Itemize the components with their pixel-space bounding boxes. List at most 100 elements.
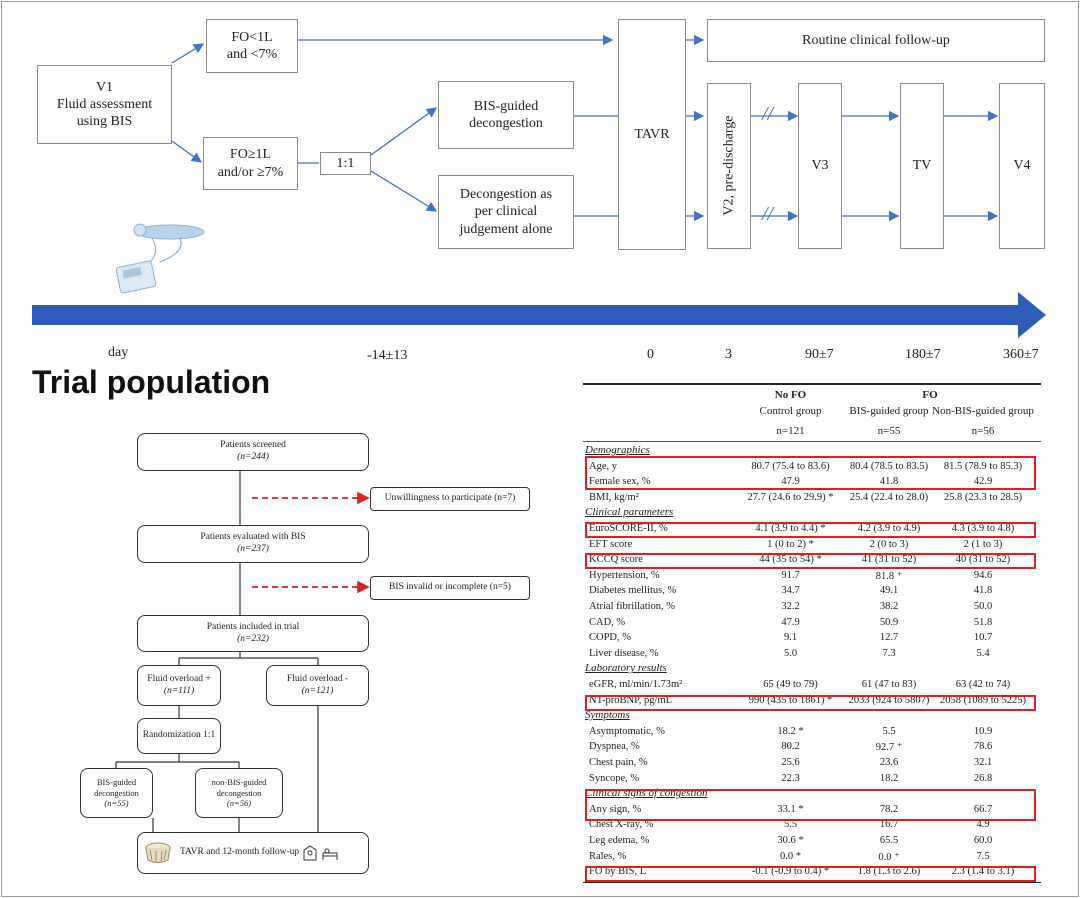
table-cell: -0.1 (-0.9 to 0.4) * bbox=[751, 866, 830, 878]
row-label: Age, y bbox=[589, 460, 617, 472]
invalid-box: BIS invalid or incomplete (n=5) bbox=[370, 576, 530, 600]
table-cell: 91.7 bbox=[781, 569, 800, 581]
fo-high-box: FO≥1L and/or ≥7% bbox=[203, 137, 298, 190]
randomization-box: Randomization 1:1 bbox=[137, 718, 221, 754]
table-cell: 33.1 * bbox=[777, 803, 804, 815]
highlight-euroscore bbox=[585, 522, 1036, 538]
table-bottom-rule bbox=[583, 881, 1041, 883]
valve-icon bbox=[145, 842, 171, 863]
included-label: Patients included in trial bbox=[206, 621, 300, 632]
table-cell: 25.4 (22.4 to 28.0) bbox=[849, 491, 929, 503]
table-cell: 9.1 bbox=[783, 632, 798, 644]
table-cell: 22.3 bbox=[781, 772, 800, 784]
header-group-nofo: No FO bbox=[774, 389, 807, 401]
row-label: NT-proBNP, pg/mL bbox=[589, 694, 673, 706]
table-cell: 50.9 bbox=[879, 616, 899, 628]
timeline-t4: 90±7 bbox=[805, 347, 834, 362]
table-cell: 2033 (924 to 5807) bbox=[848, 694, 930, 706]
row-label: Asymptomatic, % bbox=[589, 725, 665, 737]
table-cell: 5.5 bbox=[882, 725, 896, 737]
table-cell: 80.2 bbox=[781, 741, 800, 753]
table-cell: 30.6 * bbox=[777, 835, 804, 846]
bis-guided-arm-n: (n=55) bbox=[104, 798, 129, 809]
non-bis-arm-box: non-BIS-guided decongestion (n=56) bbox=[195, 768, 283, 818]
evaluated-label: Patients evaluated with BIS bbox=[200, 532, 306, 543]
final-box: TAVR and 12-month follow-up bbox=[137, 832, 369, 874]
table-cell: 65 (49 to 79) bbox=[763, 679, 818, 690]
table-cell: 1 (0 to 2) * bbox=[767, 538, 814, 550]
timeline-day: day bbox=[108, 345, 129, 360]
included-n: (n=232) bbox=[237, 633, 269, 644]
header-col-nonbis: Non-BIS-guided group bbox=[932, 405, 1034, 417]
fo-minus-box: Fluid overload - (n=121) bbox=[266, 665, 369, 706]
table-cell: 78.6 bbox=[973, 741, 993, 753]
table-cell: 4.1 (3.9 to 4.4) * bbox=[755, 523, 826, 534]
table-cell: 38.2 bbox=[879, 601, 899, 612]
timeline-t2: 0 bbox=[647, 347, 654, 362]
table-cell: 92.7 ⁺ bbox=[875, 742, 903, 754]
table-cell: 12.7 bbox=[879, 632, 899, 644]
table-cell: 32.1 bbox=[973, 757, 993, 768]
table-cell: 81.8 ⁺ bbox=[875, 570, 903, 582]
flow-connectors bbox=[32, 34, 1046, 338]
v1-box: V1 Fluid assessment using BIS bbox=[37, 65, 172, 144]
non-bis-arm-label: non-BIS-guided decongestion bbox=[211, 777, 267, 798]
evaluated-box: Patients evaluated with BIS (n=237) bbox=[137, 525, 369, 563]
timeline-arrow bbox=[32, 292, 1046, 338]
table-cell: 80.4 (78.5 to 83.5) bbox=[849, 460, 929, 472]
table-cell: 41.8 bbox=[973, 585, 993, 597]
table-row: EuroSCORE-II, %4.1 (3.9 to 4.4) *4.2 (3.… bbox=[583, 522, 1041, 537]
row-label: Dyspnea, % bbox=[589, 741, 640, 753]
table-cell: 41 (31 to 52) bbox=[861, 554, 917, 566]
fo-plus-box: Fluid overload + (n=111) bbox=[137, 665, 221, 706]
table-cell: 42.9 bbox=[973, 476, 993, 488]
row-label: Rales, % bbox=[589, 850, 627, 862]
table-cell: 51.8 bbox=[973, 616, 993, 628]
table-row: Dyspnea, % 80.2 92.7 ⁺ 78.6 bbox=[583, 740, 1041, 755]
header-col-control: Control group bbox=[759, 405, 822, 417]
table-cell: 44 (35 to 54) * bbox=[759, 554, 822, 566]
table-cell: 61 (47 to 83) bbox=[861, 679, 917, 690]
final-label: TAVR and 12-month follow-up bbox=[180, 847, 300, 858]
section-title: Trial population bbox=[32, 364, 271, 400]
table-cell: 50.0 bbox=[973, 601, 993, 612]
table-section-header: Clinical parameters bbox=[585, 506, 674, 519]
table-cell: 41.8 bbox=[879, 476, 899, 488]
clinical-judgement-box: Decongestion as per clinical judgement a… bbox=[438, 175, 574, 249]
table-cell: 94.6 bbox=[973, 569, 993, 581]
table-section-header: Demographics bbox=[585, 444, 650, 456]
row-label: Chest X-ray, % bbox=[589, 819, 654, 831]
table-cell: 0.0 ⁺ bbox=[878, 851, 900, 863]
fo-plus-n: (n=111) bbox=[163, 685, 195, 696]
table-top-rule bbox=[583, 383, 1041, 385]
table-cell: 47.9 bbox=[781, 476, 800, 488]
table-cell: 2 (0 to 3) bbox=[869, 538, 909, 550]
table-cell: 4.2 (3.9 to 4.9) bbox=[857, 523, 921, 534]
table-section-header: Symptoms bbox=[585, 709, 630, 722]
table-cell: 2 (1 to 3) bbox=[963, 538, 1003, 550]
table-section-header: Laboratory results bbox=[585, 662, 667, 675]
header-col-bis: BIS-guided group bbox=[849, 405, 929, 417]
table-cell: 5.4 bbox=[976, 647, 990, 659]
table-cell: 16.7 bbox=[879, 819, 899, 831]
row-label: Any sign, % bbox=[589, 803, 642, 815]
row-label: Leg edema, % bbox=[589, 835, 650, 846]
timeline-t1: -14±13 bbox=[367, 348, 408, 363]
table-cell: 81.5 (78.9 to 85.3) bbox=[943, 460, 1023, 472]
non-bis-arm-n: (n=56) bbox=[226, 798, 252, 809]
fo-plus-label: Fluid overload + bbox=[147, 673, 211, 684]
bis-guided-arm-box: BIS-guided decongestion (n=55) bbox=[80, 768, 153, 818]
table-cell: 0.0 * bbox=[780, 850, 801, 862]
included-box: Patients included in trial (n=232) bbox=[137, 615, 369, 652]
table-cell: 7.3 bbox=[882, 647, 896, 659]
screened-n: (n=244) bbox=[237, 452, 269, 462]
